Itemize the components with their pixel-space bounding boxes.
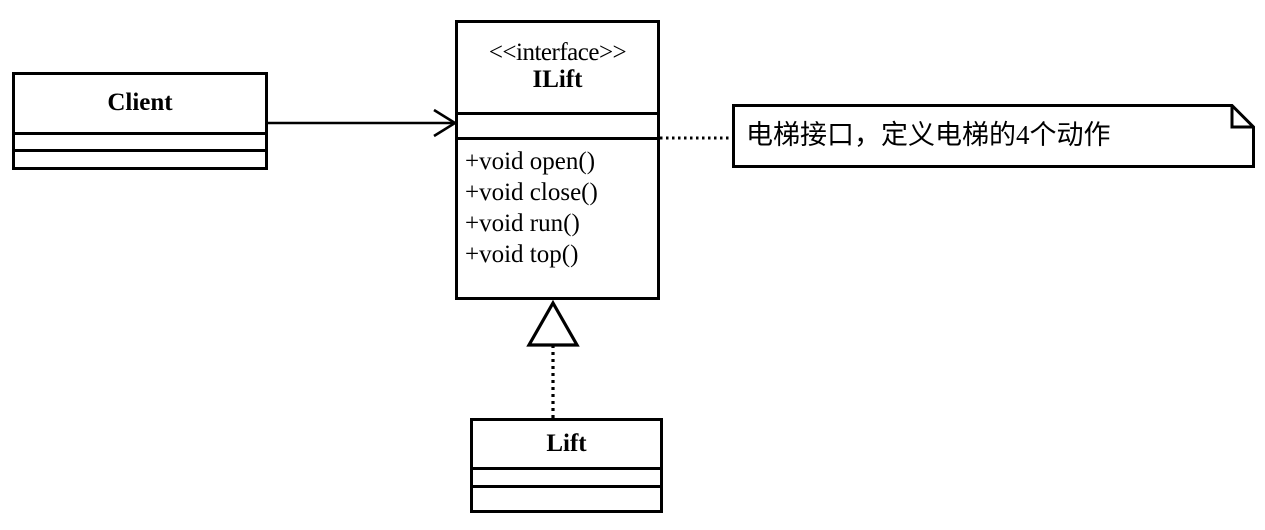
interface-title-compartment: <<interface>> ILift xyxy=(458,23,657,112)
note-box-ilift[interactable]: 电梯接口，定义电梯的4个动作 xyxy=(732,104,1255,168)
method-top: +void top() xyxy=(465,241,579,268)
note-folded-corner-icon xyxy=(1230,105,1254,129)
hollow-triangle-arrowhead-icon xyxy=(526,299,580,347)
method-open: +void open() xyxy=(465,148,596,175)
class-title-compartment-lift: Lift xyxy=(473,421,660,467)
class-name-ilift: ILift xyxy=(532,66,583,94)
method-close: +void close() xyxy=(465,179,598,206)
class-name-client: Client xyxy=(107,89,173,117)
interface-methods-compartment: +void open() +void close() +void run() +… xyxy=(458,137,657,297)
class-box-lift[interactable]: Lift xyxy=(470,418,663,513)
class-title-compartment: Client xyxy=(15,75,265,132)
note-text-ilift: 电梯接口，定义电梯的4个动作 xyxy=(746,120,1111,151)
interface-attributes-compartment xyxy=(458,112,657,137)
method-run: +void run() xyxy=(465,210,580,237)
note-shape-icon xyxy=(732,104,1255,168)
relationship-lift-implements-ilift[interactable] xyxy=(526,299,580,418)
class-methods-compartment-lift xyxy=(473,485,660,510)
interface-stereotype-label: <<interface>> xyxy=(488,39,627,66)
class-box-client[interactable]: Client xyxy=(12,72,268,170)
class-attributes-compartment-lift xyxy=(473,467,660,485)
class-methods-compartment xyxy=(15,149,265,167)
class-attributes-compartment xyxy=(15,132,265,149)
relationship-client-uses-ilift[interactable] xyxy=(268,108,458,138)
class-box-ilift[interactable]: <<interface>> ILift +void open() +void c… xyxy=(455,20,660,300)
class-name-lift: Lift xyxy=(546,429,587,457)
